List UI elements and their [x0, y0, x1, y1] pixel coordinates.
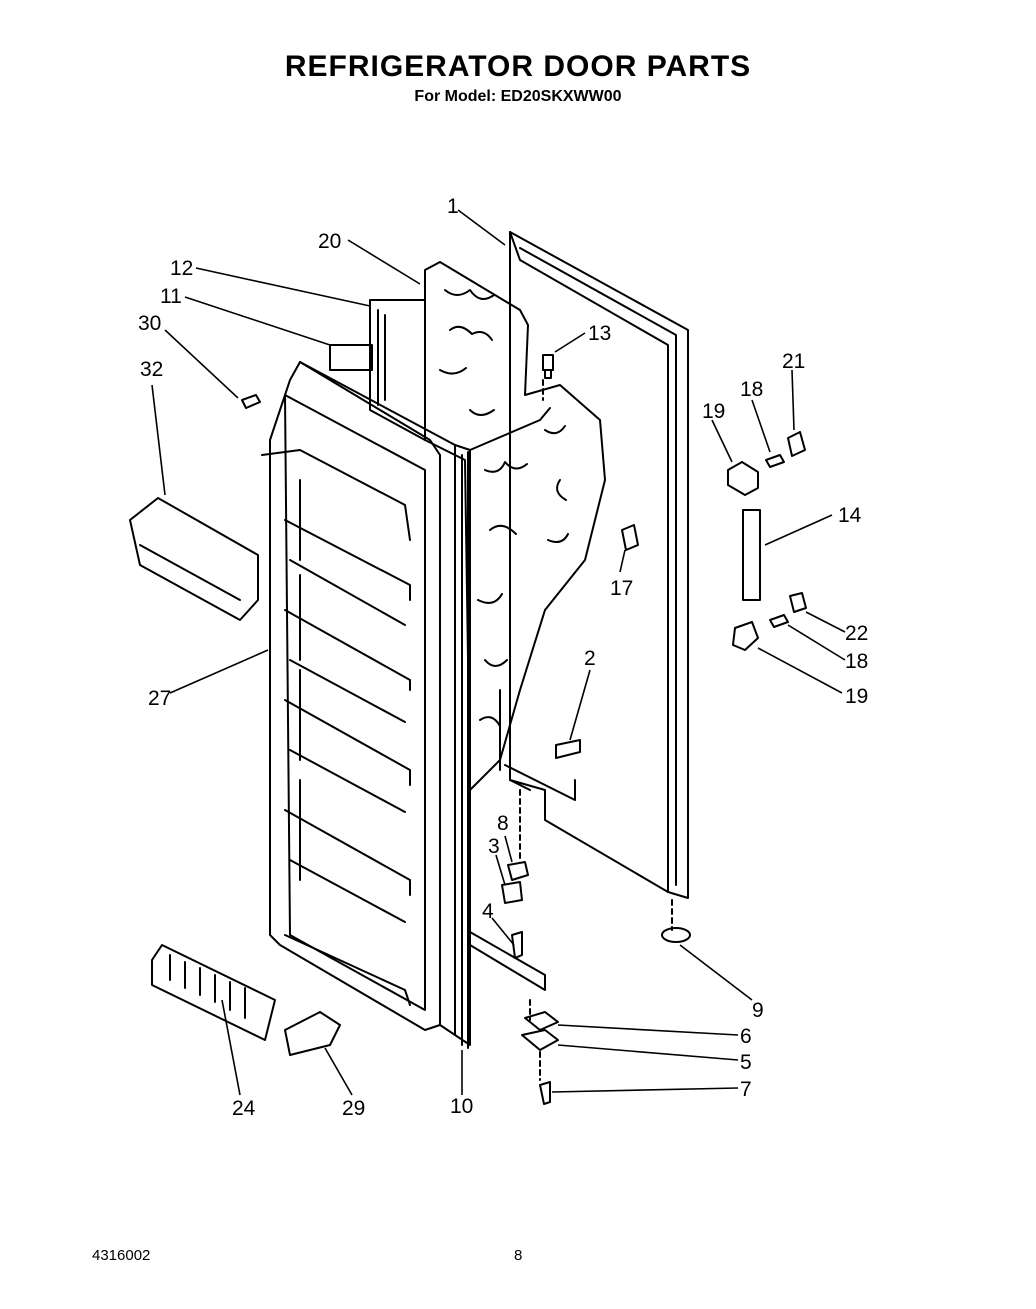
callout-5: 5: [740, 1051, 752, 1074]
callout-13: 13: [588, 322, 611, 345]
bottom-rail: [469, 931, 546, 991]
callout-11: 11: [160, 285, 182, 308]
callout-19-upper: 19: [702, 400, 725, 423]
dairy-door: [129, 497, 259, 621]
door-gasket-frame: [499, 231, 689, 899]
callout-17: 17: [610, 577, 633, 600]
callout-1: 1: [447, 195, 459, 218]
leader-8: [504, 835, 513, 863]
leader-27: [169, 649, 269, 694]
page-title: REFRIGERATOR DOOR PARTS: [284, 50, 752, 83]
handle-bracket: [621, 524, 639, 551]
leader-3: [495, 854, 506, 886]
leader-18a: [751, 399, 771, 453]
screw-part: [511, 931, 523, 959]
cam-part: [507, 861, 529, 881]
callout-4: 4: [482, 900, 494, 923]
inner-liner-panel: [369, 299, 426, 441]
callout-19-lower: 19: [845, 685, 868, 708]
leader-19a: [711, 419, 733, 463]
leader-5: [557, 1044, 739, 1061]
callout-24: 24: [232, 1097, 256, 1120]
leader-13: [554, 332, 586, 353]
leader-1: [457, 209, 506, 246]
callout-14: 14: [838, 504, 862, 527]
leader-18b: [787, 624, 846, 661]
hinge-bracket-lower: [521, 1029, 559, 1051]
callout-2: 2: [584, 647, 596, 670]
leader-24: [221, 999, 241, 1096]
bushing-part: [501, 881, 523, 904]
lower-hinge-assembly: [732, 592, 807, 651]
page-number: 8: [514, 1247, 523, 1264]
leader-22: [805, 611, 846, 633]
callout-27: 27: [148, 687, 171, 710]
model-subtitle: For Model: ED20SKXWW00: [414, 88, 622, 105]
leader-17: [619, 549, 626, 573]
callout-6: 6: [740, 1025, 752, 1048]
leader-4: [491, 917, 515, 946]
callout-21: 21: [782, 350, 805, 373]
door-handle: [742, 509, 761, 601]
callout-30: 30: [138, 312, 161, 335]
leader-32: [151, 384, 166, 496]
callout-32: 32: [140, 358, 163, 381]
callout-10: 10: [450, 1095, 473, 1118]
leader-29: [324, 1047, 353, 1096]
leader-20: [347, 239, 421, 285]
callout-8: 8: [497, 812, 509, 835]
leader-11: [184, 296, 331, 346]
toe-grille: [151, 944, 276, 1041]
hinge-screw: [539, 1081, 551, 1105]
bottom-bracket: [284, 1011, 341, 1056]
leader-9: [679, 944, 753, 1001]
leader-6: [557, 1024, 739, 1036]
door-stop-clip: [555, 739, 581, 759]
callout-12: 12: [170, 257, 193, 280]
leader-12: [195, 267, 371, 307]
leader-14: [764, 514, 833, 546]
closure-cam: [661, 927, 691, 943]
leader-19b: [757, 647, 843, 694]
top-screw: [241, 394, 261, 409]
breaker-strip: [329, 344, 373, 371]
hinge-pin: [542, 354, 554, 379]
callout-18-lower: 18: [845, 650, 868, 673]
edge-trim: [461, 451, 469, 1049]
callout-20: 20: [318, 230, 341, 253]
upper-hinge-assembly: [727, 431, 806, 496]
callout-7: 7: [740, 1078, 752, 1101]
leader-7: [551, 1087, 739, 1093]
leader-21: [791, 369, 795, 431]
callout-22: 22: [845, 622, 868, 645]
callout-9: 9: [752, 999, 764, 1022]
callout-3: 3: [488, 835, 500, 858]
callout-29: 29: [342, 1097, 365, 1120]
leader-2: [569, 669, 591, 741]
hinge-spacer: [524, 1011, 559, 1031]
document-number: 4316002: [92, 1247, 151, 1264]
leader-30: [164, 329, 239, 399]
callout-18-upper: 18: [740, 378, 763, 401]
